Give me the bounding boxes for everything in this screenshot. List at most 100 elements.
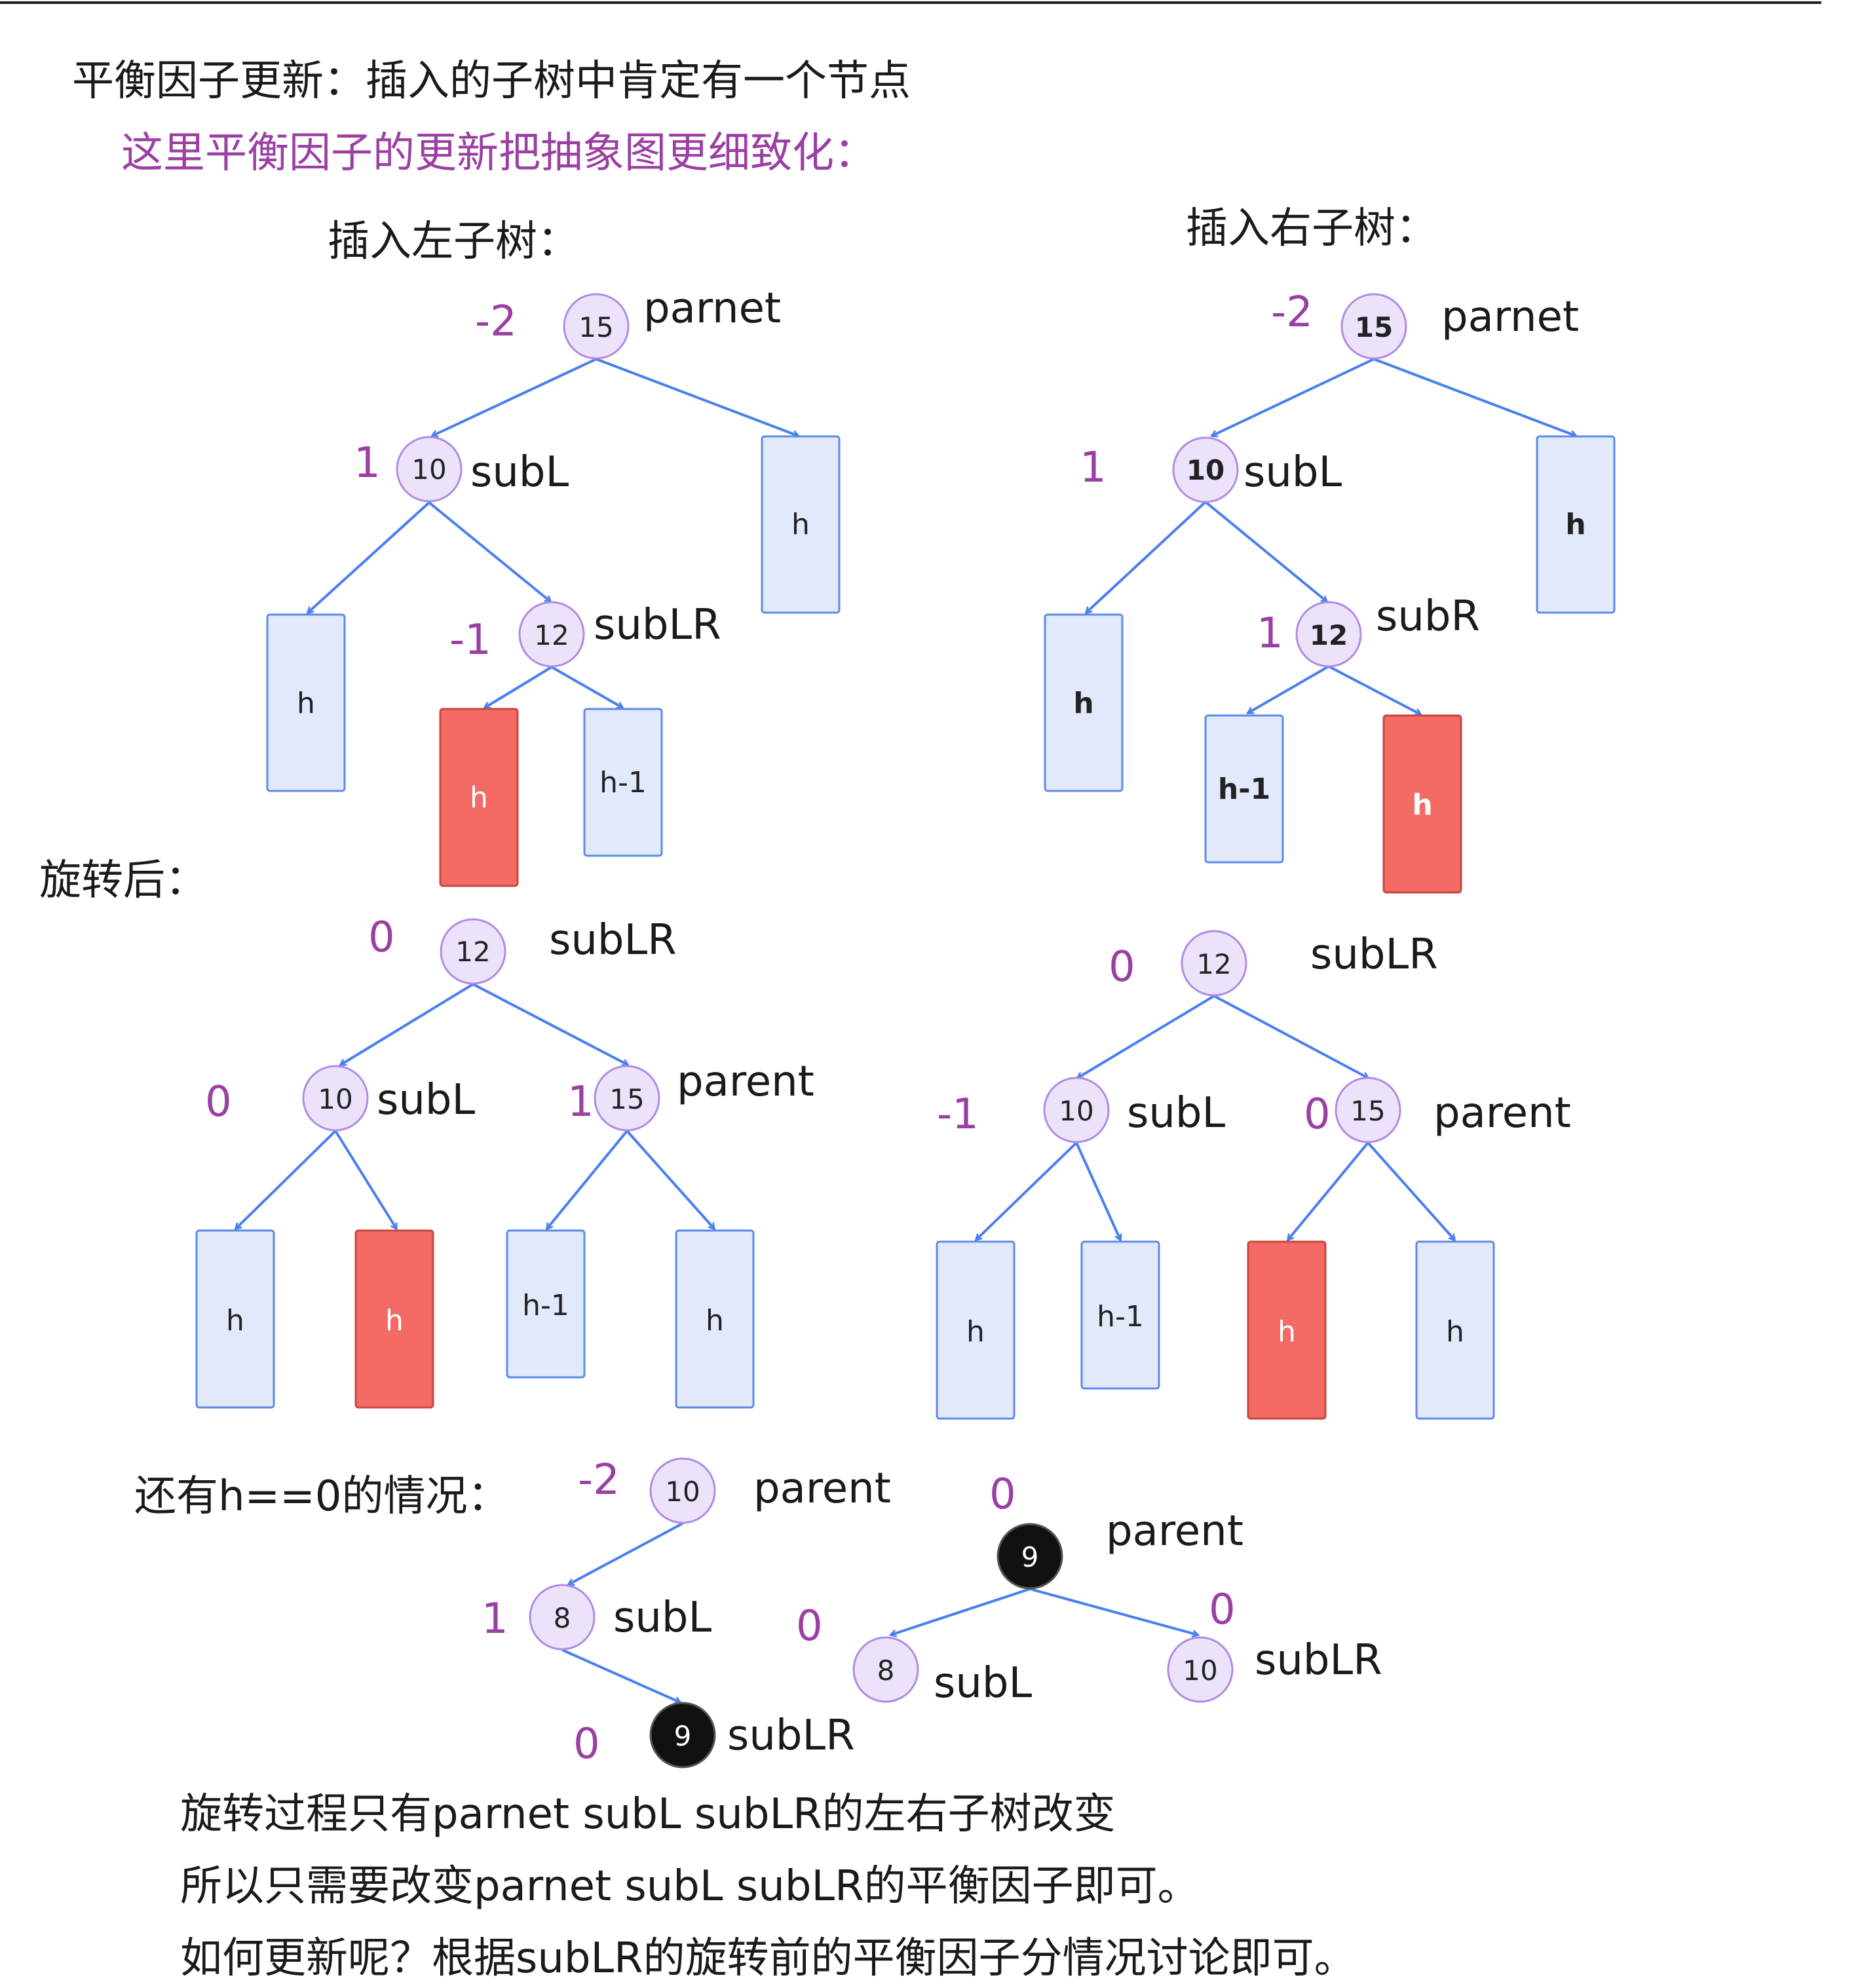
diagram-insert-left: h h h h-1 15 parnet -2 10 subL 1 12 [266, 284, 841, 887]
svg-text:h: h [226, 1304, 244, 1337]
subtree-box: h [1415, 1240, 1495, 1420]
tree-node: 15 [594, 1065, 660, 1132]
diagram-h-zero-before: 10 parent -2 8 subL 1 9 subLR 0 [482, 1456, 891, 1768]
subtree-box: h [936, 1240, 1015, 1420]
svg-text:h: h [297, 687, 315, 720]
subtree-box: h-1 [506, 1229, 586, 1379]
svg-text:h: h [1412, 788, 1432, 822]
svg-text:h: h [791, 508, 810, 541]
tree-node-leaf: 9 [649, 1702, 716, 1768]
label-left-insert: 插入左子树： [328, 218, 579, 266]
node-tag: parnet [1441, 293, 1579, 341]
tree-node: 15 [563, 293, 630, 360]
node-tag: parnet [643, 284, 781, 333]
svg-text:8: 8 [554, 1602, 571, 1634]
balance-factor: 0 [368, 913, 395, 962]
node-tag: subL [1243, 448, 1342, 497]
svg-text:15: 15 [1355, 311, 1393, 343]
svg-text:h: h [385, 1304, 404, 1337]
node-tag: parent [753, 1464, 891, 1513]
footer-line2: 所以只需要改变parnet subL subLR的平衡因子即可。 [180, 1862, 1200, 1911]
node-tag: subLR [549, 916, 677, 965]
subtree-box: h [1536, 435, 1616, 614]
balance-factor: 0 [989, 1470, 1016, 1519]
subtree-box: h-1 [583, 708, 663, 857]
subtree-box-inserted: h [439, 708, 519, 887]
svg-text:h: h [966, 1315, 985, 1348]
svg-text:h: h [1278, 1315, 1296, 1348]
subtree-box: h-1 [1204, 714, 1284, 864]
balance-factor: 0 [796, 1602, 823, 1651]
label-after-rotation: 旋转后： [39, 856, 207, 905]
subtree-box: h-1 [1080, 1240, 1160, 1390]
svg-text:15: 15 [609, 1083, 644, 1115]
balance-factor: -2 [578, 1456, 620, 1504]
svg-text:9: 9 [674, 1720, 692, 1752]
subtree-box: h [266, 613, 346, 792]
svg-text:9: 9 [1021, 1541, 1039, 1573]
tree-node: 10 [1043, 1077, 1110, 1143]
diagram-insert-right: h h h-1 h 15 parnet -2 10 subL 1 12 [1044, 288, 1616, 894]
svg-text:10: 10 [411, 453, 446, 486]
tree-node: 10 [396, 436, 463, 503]
node-tag: subL [1127, 1089, 1226, 1137]
node-tag: subL [934, 1659, 1033, 1708]
tree-node: 10 [649, 1457, 716, 1524]
svg-text:h: h [1565, 508, 1585, 541]
heading-line2: 这里平衡因子的更新把抽象图更细致化： [121, 129, 876, 178]
tree-node: 10 [1172, 436, 1239, 503]
balance-factor: 0 [1209, 1586, 1236, 1634]
footer-line3: 如何更新呢？根据subLR的旋转前的平衡因子分情况讨论即可。 [180, 1934, 1356, 1983]
balance-factor: 0 [1109, 943, 1135, 991]
subtree-box: h [1044, 613, 1124, 792]
svg-text:12: 12 [1310, 619, 1348, 651]
node-tag: subL [613, 1594, 712, 1642]
balance-factor: 0 [573, 1720, 600, 1768]
node-tag: subR [1376, 592, 1480, 641]
svg-text:10: 10 [665, 1476, 700, 1508]
svg-text:10: 10 [1059, 1095, 1093, 1127]
svg-text:h-1: h-1 [1097, 1300, 1144, 1333]
svg-text:12: 12 [1196, 948, 1231, 980]
node-tag: parent [1433, 1089, 1571, 1137]
tree-node: 12 [1295, 601, 1362, 668]
balance-factor: 0 [1304, 1090, 1331, 1139]
svg-text:h: h [1073, 687, 1093, 720]
balance-factor: 0 [205, 1078, 232, 1126]
tree-node: 12 [440, 918, 506, 985]
node-tag: parent [1106, 1507, 1243, 1556]
svg-text:12: 12 [534, 619, 569, 651]
svg-text:15: 15 [579, 311, 613, 343]
tree-node-leaf: 9 [996, 1523, 1063, 1590]
balance-factor: 1 [1080, 444, 1107, 492]
node-tag: subLR [594, 601, 721, 649]
svg-text:h: h [470, 781, 488, 814]
balance-factor: -1 [449, 616, 491, 664]
balance-factor: -2 [1271, 288, 1313, 337]
tree-node: 15 [1335, 1077, 1401, 1143]
subtree-box-inserted: h [354, 1229, 434, 1409]
subtree-box-inserted: h [1247, 1240, 1327, 1420]
node-tag: subLR [1255, 1636, 1382, 1685]
tree-node: 8 [852, 1636, 919, 1703]
svg-text:15: 15 [1350, 1095, 1385, 1127]
tree-node: 10 [302, 1065, 369, 1132]
balance-factor: 1 [354, 439, 381, 487]
svg-text:h-1: h-1 [599, 766, 647, 799]
tree-node: 15 [1340, 293, 1407, 360]
svg-text:8: 8 [877, 1654, 895, 1687]
svg-text:h: h [706, 1304, 724, 1337]
tree-node: 8 [529, 1584, 596, 1651]
subtree-box-inserted: h [1382, 714, 1462, 894]
balance-factor: 1 [1257, 609, 1283, 658]
subtree-box: h [675, 1229, 755, 1409]
tree-node: 10 [1167, 1636, 1234, 1703]
label-right-insert: 插入右子树： [1186, 204, 1437, 253]
node-tag: subL [377, 1076, 476, 1124]
node-tag: subLR [727, 1711, 855, 1760]
footer-line1: 旋转过程只有parnet subL subLR的左右子树改变 [180, 1790, 1116, 1839]
node-tag: parent [677, 1058, 814, 1106]
node-tag: subLR [1310, 930, 1438, 979]
tree-node: 12 [1181, 930, 1247, 997]
